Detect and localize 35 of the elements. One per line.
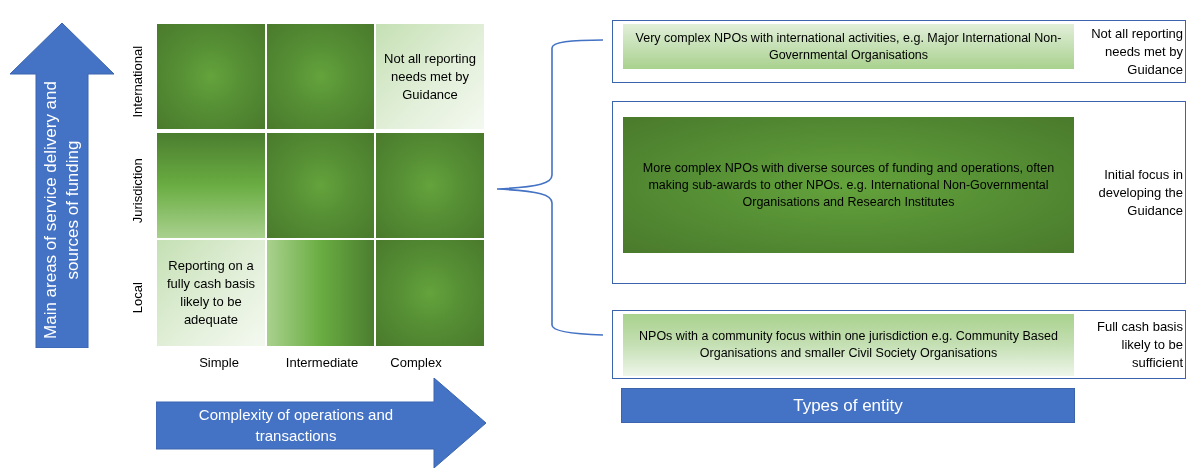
entity-box (623, 314, 1074, 376)
cell-note: Not all reporting needs met by Guidance (383, 49, 477, 104)
row-label: Jurisdiction (129, 157, 147, 226)
axis-title: Complexity of operations and transactions (197, 405, 395, 446)
matrix-cell (157, 133, 265, 238)
matrix-cell (157, 240, 265, 346)
column-label: Intermediate (284, 354, 360, 372)
cell-note: Reporting on a fully cash basis likely to be adequate (165, 257, 257, 329)
entity-frame (612, 20, 1186, 83)
banner-title: Types of entity (793, 394, 903, 417)
entity-box (623, 24, 1074, 69)
side-note: Initial focus in developing the Guidance (1097, 165, 1183, 220)
row-label: Local (129, 281, 147, 316)
up-arrow (10, 23, 114, 348)
matrix-cell (376, 24, 484, 129)
entity-box (623, 117, 1074, 253)
entity-description: NPOs with a community focus within one jurisdiction e.g. Community Based Organisations and smaller Civil Society Organisations (638, 328, 1059, 362)
side-note: Full cash basis likely to be sufficient (1096, 317, 1183, 372)
matrix-cell (376, 240, 484, 346)
axis-title: Main areas of service delivery and sources of funding (40, 80, 83, 341)
side-note: Not all reporting needs met by Guidance (1090, 24, 1183, 79)
title-banner (621, 388, 1075, 423)
column-label: Complex (389, 354, 443, 372)
entity-frame (612, 310, 1186, 379)
matrix-cell (376, 133, 484, 238)
entity-frame (612, 101, 1186, 284)
matrix-cell (157, 24, 265, 129)
entity-description: Very complex NPOs with international activities, e.g. Major International Non-Governmental Organisations (634, 29, 1063, 64)
matrix-cell (267, 240, 374, 346)
right-arrow (156, 378, 486, 468)
matrix-cell (267, 133, 374, 238)
row-label: International (129, 44, 147, 120)
column-label: Simple (198, 354, 240, 372)
entity-description: More complex NPOs with diverse sources of funding and operations, often making sub-awards to other NPOs. e.g. International Non-Governmental Organisations and Research Institutes (641, 159, 1056, 211)
matrix-cell (267, 24, 374, 129)
